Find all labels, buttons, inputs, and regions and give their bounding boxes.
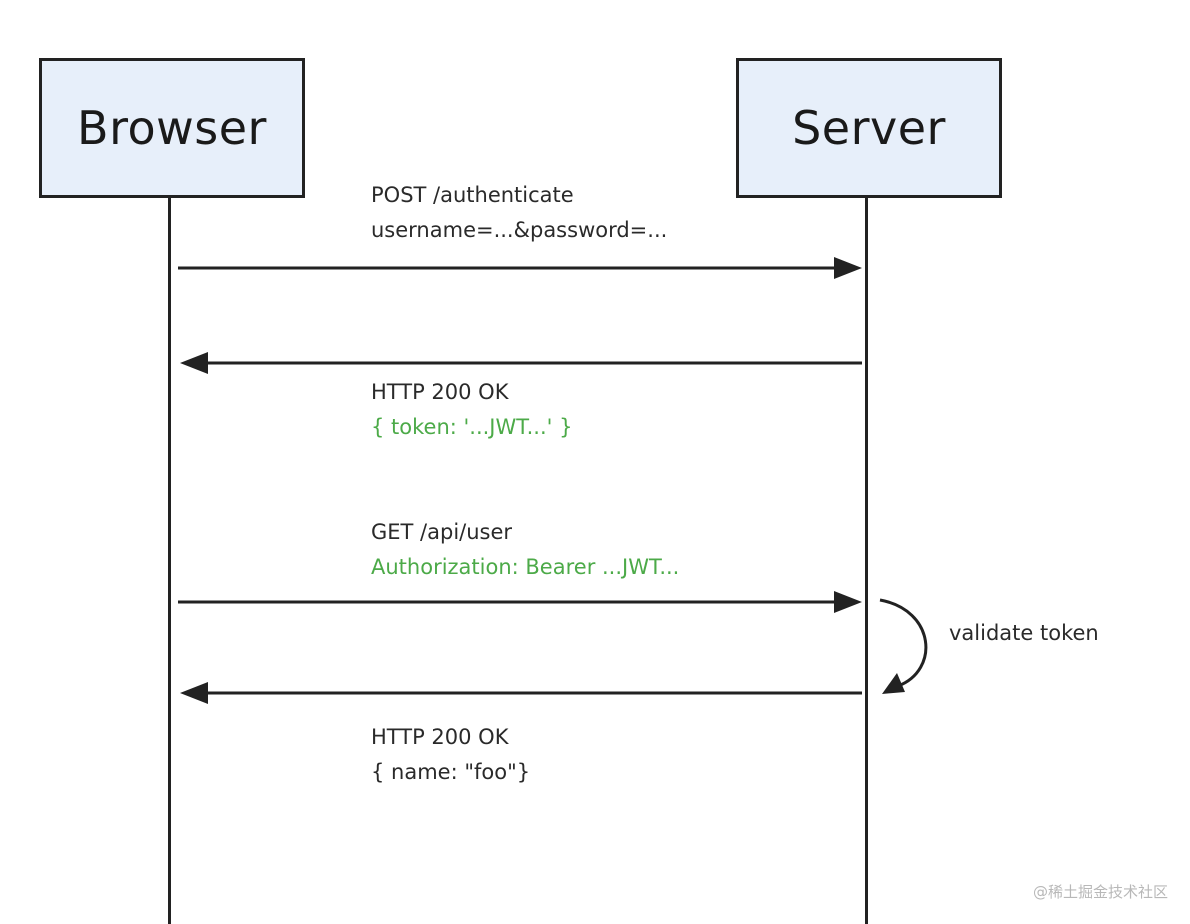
message-3-request-line: GET /api/user bbox=[371, 520, 513, 544]
message-4-user-body: { name: "foo"} bbox=[371, 760, 531, 784]
server-participant-label: Server bbox=[792, 101, 946, 155]
server-lifeline bbox=[865, 198, 868, 924]
message-3-authorization-header: Authorization: Bearer ...JWT... bbox=[371, 555, 680, 579]
self-arrow-validate-token bbox=[879, 598, 928, 694]
browser-lifeline bbox=[168, 198, 171, 924]
message-4-status-line: HTTP 200 OK bbox=[371, 725, 509, 749]
arrow-get-api-user bbox=[178, 591, 862, 613]
arrow-token-response bbox=[180, 352, 862, 374]
arrow-post-authenticate bbox=[178, 257, 862, 279]
arrow-user-response bbox=[180, 682, 862, 704]
browser-participant-label: Browser bbox=[77, 101, 267, 155]
message-2-status-line: HTTP 200 OK bbox=[371, 380, 509, 404]
watermark: @稀土掘金技术社区 bbox=[1032, 883, 1168, 901]
message-2-token-body: { token: '...JWT...' } bbox=[371, 415, 573, 439]
browser-participant-box: Browser bbox=[39, 58, 305, 198]
validate-token-label: validate token bbox=[949, 621, 1099, 645]
message-1-credentials: username=...&password=... bbox=[371, 218, 668, 242]
server-participant-box: Server bbox=[736, 58, 1002, 198]
message-1-request-line: POST /authenticate bbox=[371, 183, 574, 207]
